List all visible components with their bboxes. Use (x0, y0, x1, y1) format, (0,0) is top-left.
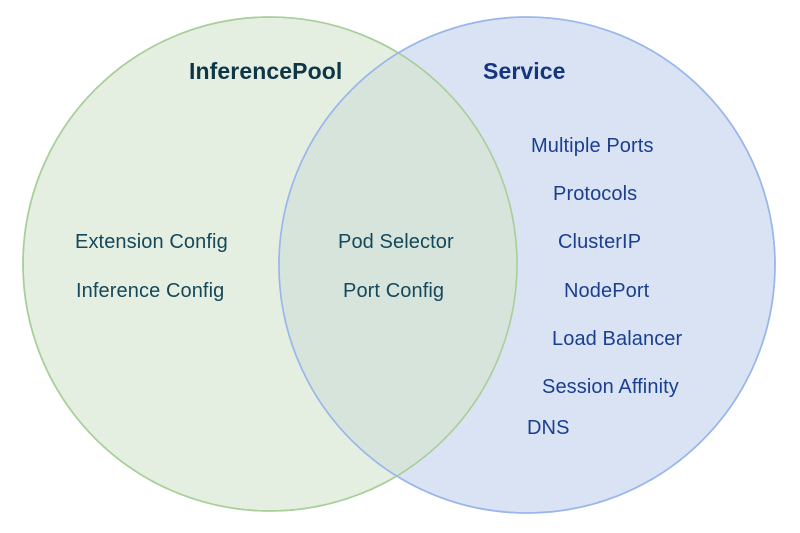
service-item-clusterip: ClusterIP (558, 231, 642, 253)
intersection-item-pod-selector: Pod Selector (338, 231, 454, 253)
service-item-dns: DNS (527, 417, 570, 439)
service-title: Service (483, 58, 566, 84)
intersection-region[interactable] (279, 17, 775, 513)
inferencepool-title: InferencePool (189, 58, 343, 84)
service-circle-outline (278, 16, 776, 514)
inferencepool-item-inference-config: Inference Config (76, 280, 225, 302)
service-item-nodeport: NodePort (564, 280, 650, 302)
service-item-load-balancer: Load Balancer (552, 328, 683, 350)
service-item-protocols: Protocols (553, 183, 638, 205)
intersection-item-port-config: Port Config (343, 280, 445, 302)
inferencepool-circle-outline (22, 16, 518, 512)
inferencepool-item-extension-config: Extension Config (75, 231, 228, 253)
service-item-session-affinity: Session Affinity (542, 376, 679, 398)
service-item-multiple-ports: Multiple Ports (531, 135, 654, 157)
